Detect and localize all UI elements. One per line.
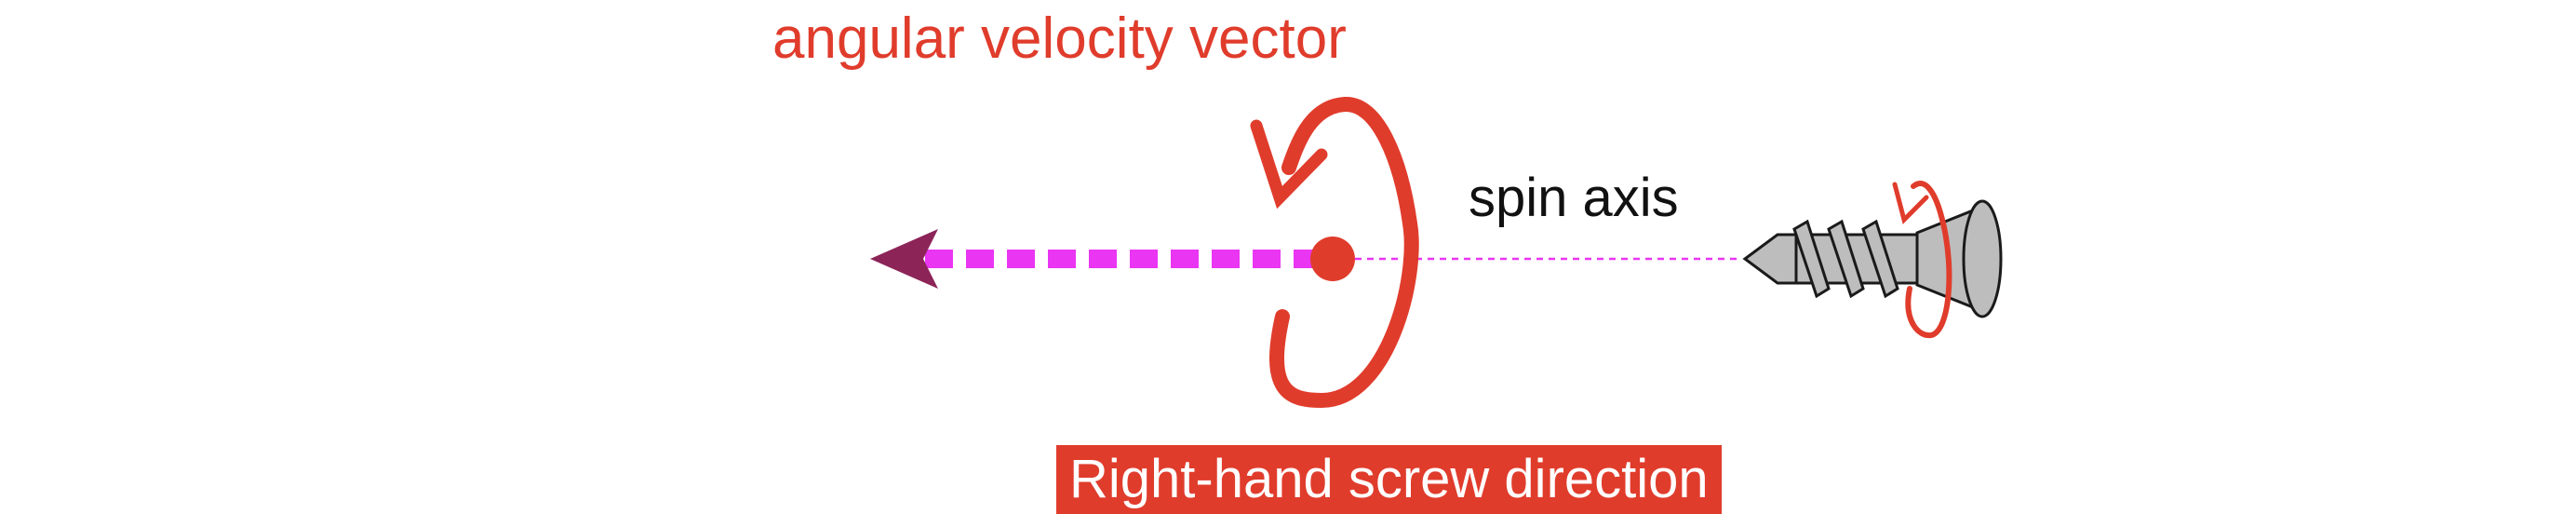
screw-rotation-arrowhead-icon — [1892, 182, 1929, 224]
origin-dot — [1310, 237, 1355, 281]
screw-thread-3 — [1861, 219, 1899, 299]
rotation-arrowhead-icon — [1250, 119, 1328, 210]
screw-thread-1 — [1792, 219, 1831, 299]
rotation-arrow-icon — [1269, 97, 1419, 409]
right-hand-screw-badge: Right-hand screw direction — [1056, 445, 1722, 514]
screw-tip — [1742, 233, 1803, 285]
screw-icon — [1742, 181, 2003, 339]
screw-thread-2 — [1827, 219, 1865, 299]
screw-head — [1962, 199, 2003, 318]
angular-velocity-label: angular velocity vector — [772, 7, 1347, 71]
vector-arrowhead — [870, 229, 938, 289]
spin-axis-label: spin axis — [1469, 168, 1679, 228]
screw-rotation-icon — [1905, 181, 1952, 339]
